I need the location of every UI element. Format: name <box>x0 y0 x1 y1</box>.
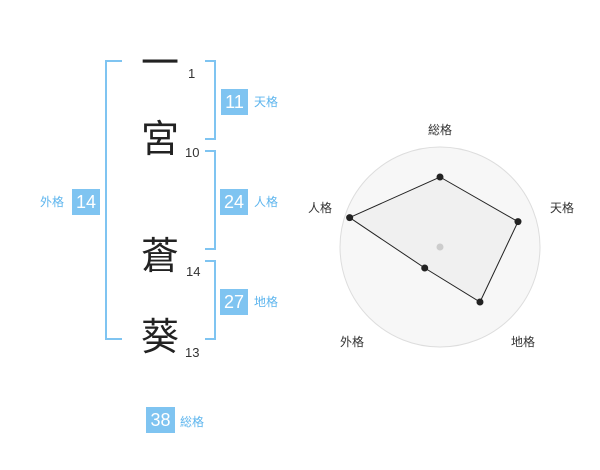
radar-point-2 <box>476 298 484 306</box>
soukaku-value: 38 <box>146 407 175 433</box>
gaikaku-value: 14 <box>72 189 100 215</box>
tenkaku-value: 11 <box>221 89 248 115</box>
name-char-3: 蒼 <box>140 234 179 278</box>
radar-point-4 <box>346 214 354 222</box>
stroke-count-4: 13 <box>185 345 200 360</box>
jinkaku-value: 24 <box>220 189 248 215</box>
tenkaku-bracket <box>205 60 216 140</box>
name-char-1: 一 <box>140 41 179 85</box>
name-char-4: 葵 <box>140 315 179 359</box>
radar-axis-label-chikaku: 地格 <box>511 335 536 349</box>
jinkaku-label: 人格 <box>254 195 279 209</box>
name-char-2: 宮 <box>140 117 179 161</box>
chikaku-label: 地格 <box>254 295 279 309</box>
radar-point-1 <box>514 218 522 226</box>
chikaku-value: 27 <box>220 289 248 315</box>
chikaku-bracket <box>205 260 216 340</box>
radar-axis-label-jinkaku: 人格 <box>308 201 333 215</box>
gaikaku-bracket <box>105 60 122 340</box>
radar-point-3 <box>421 264 429 272</box>
jinkaku-bracket <box>205 150 216 250</box>
gaikaku-label: 外格 <box>40 195 65 209</box>
stroke-count-1: 1 <box>188 66 196 81</box>
radar-axis-label-tenkaku: 天格 <box>550 201 575 215</box>
radar-area <box>348 176 519 303</box>
stroke-count-3: 14 <box>186 264 201 279</box>
radar-axis-label-gaikaku: 外格 <box>340 335 365 349</box>
soukaku-label: 総格 <box>180 415 205 429</box>
radar-point-0 <box>436 173 444 181</box>
tenkaku-label: 天格 <box>254 95 279 109</box>
stroke-count-2: 10 <box>185 145 200 160</box>
radar-center-dot <box>436 243 444 251</box>
radar-axis-label-soukaku: 総格 <box>428 123 453 137</box>
